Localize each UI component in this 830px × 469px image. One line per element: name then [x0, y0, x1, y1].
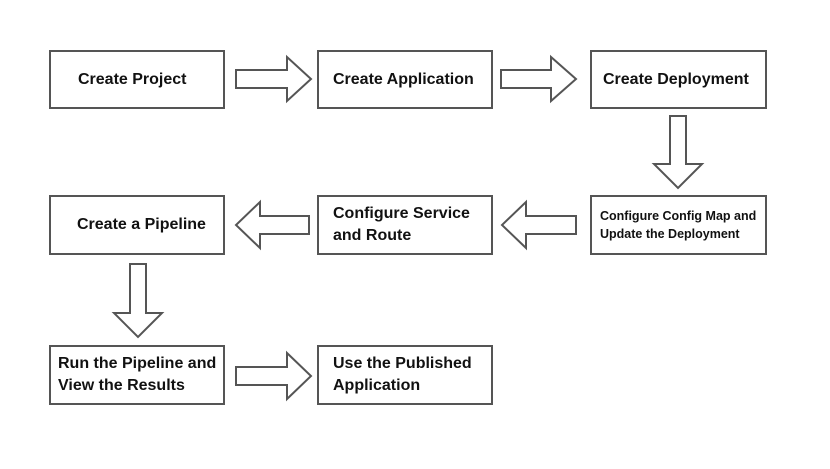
step-create-project: Create Project [49, 50, 225, 109]
arrow-project-to-application [235, 54, 313, 104]
step-use-published-app-label: Use the Published Application [333, 355, 472, 394]
step-configure-config-map-label: Configure Config Map and Update the Depl… [600, 209, 757, 241]
step-create-pipeline-label: Create a Pipeline [77, 216, 206, 233]
arrow-configmap-to-service [500, 199, 577, 251]
step-use-published-app: Use the Published Application [317, 345, 493, 405]
arrow-pipeline-to-run [111, 263, 165, 339]
step-create-application: Create Application [317, 50, 493, 109]
arrow-service-to-pipeline [234, 199, 310, 251]
step-configure-service-route-label: Configure Service and Route [333, 205, 470, 244]
step-run-pipeline-label: Run the Pipeline and View the Results [58, 355, 217, 394]
arrow-deployment-to-configmap [651, 115, 705, 190]
step-configure-config-map: Configure Config Map and Update the Depl… [590, 195, 767, 255]
arrow-application-to-deployment [500, 54, 578, 104]
step-run-pipeline: Run the Pipeline and View the Results [49, 345, 225, 405]
step-configure-service-route: Configure Service and Route [317, 195, 493, 255]
step-create-deployment-label: Create Deployment [603, 70, 749, 88]
step-create-pipeline: Create a Pipeline [49, 195, 225, 255]
step-create-deployment: Create Deployment [590, 50, 767, 109]
step-create-project-label: Create Project [78, 70, 187, 88]
step-create-application-label: Create Application [333, 70, 474, 88]
arrow-run-to-use [235, 350, 313, 402]
